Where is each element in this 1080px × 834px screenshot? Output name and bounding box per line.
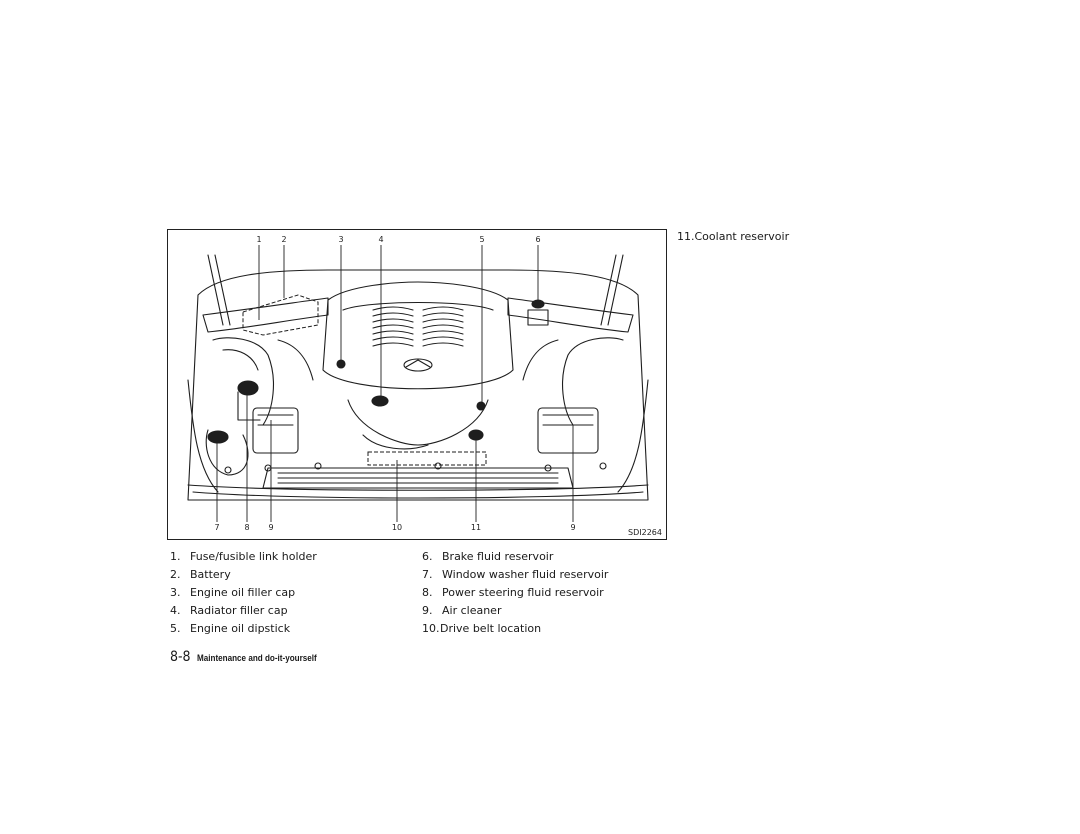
legend-label: Coolant reservoir bbox=[694, 230, 790, 243]
legend-label: Air cleaner bbox=[442, 604, 502, 617]
page-number: 8-8 bbox=[170, 649, 191, 665]
callout-3: 3 bbox=[338, 235, 344, 244]
legend-num: 4. bbox=[170, 604, 181, 617]
callout-4: 4 bbox=[378, 235, 384, 244]
legend-item: 1. Fuse/fusible link holder bbox=[170, 550, 317, 568]
legend-right-column: 6. Brake fluid reservoir 7. Window washer … bbox=[422, 550, 608, 640]
engine-compartment-figure: 1 2 3 4 5 6 7 8 9 10 11 9 SDI2264 bbox=[167, 229, 667, 540]
callout-10: 10 bbox=[391, 523, 403, 532]
callout-5: 5 bbox=[479, 235, 485, 244]
legend-num: 1. bbox=[170, 550, 181, 563]
legend-label: Battery bbox=[190, 568, 231, 581]
callout-1: 1 bbox=[256, 235, 262, 244]
page-footer: 8-8 Maintenance and do-it-yourself bbox=[170, 646, 330, 665]
legend-label: Engine oil filler cap bbox=[190, 586, 296, 599]
legend-num: 6. bbox=[422, 550, 433, 563]
callout-2: 2 bbox=[281, 235, 287, 244]
legend-label: Radiator filler cap bbox=[190, 604, 288, 617]
legend-item: 3. Engine oil filler cap bbox=[170, 586, 317, 604]
section-title: Maintenance and do-it-yourself bbox=[196, 653, 317, 663]
engine-compartment-illustration bbox=[187, 245, 649, 522]
legend-item: 8. Power steering fluid reservoir bbox=[422, 586, 608, 604]
legend-item: 10.Drive belt location bbox=[422, 622, 608, 640]
legend-item: 9. Air cleaner bbox=[422, 604, 608, 622]
legend-num: 9. bbox=[422, 604, 433, 617]
legend-num: 8. bbox=[422, 586, 433, 599]
legend-left-column: 1. Fuse/fusible link holder 2. Battery 3. E… bbox=[170, 550, 317, 640]
legend-num: 10. bbox=[422, 622, 440, 635]
legend-num: 2. bbox=[170, 568, 181, 581]
legend-label: Engine oil dipstick bbox=[190, 622, 291, 635]
legend-num: 5. bbox=[170, 622, 181, 635]
callout-6: 6 bbox=[535, 235, 541, 244]
callout-9-left: 9 bbox=[268, 523, 274, 532]
callout-9-right: 9 bbox=[570, 523, 576, 532]
legend-num: 11. bbox=[677, 230, 695, 243]
callout-11: 11 bbox=[470, 523, 482, 532]
legend-item: 7. Window washer fluid reservoir bbox=[422, 568, 608, 586]
legend-label: Brake fluid reservoir bbox=[442, 550, 554, 563]
figure-code: SDI2264 bbox=[628, 528, 662, 537]
legend-label: Drive belt location bbox=[440, 622, 542, 635]
legend-item: 4. Radiator filler cap bbox=[170, 604, 317, 622]
legend-label: Fuse/fusible link holder bbox=[190, 550, 317, 563]
legend-num: 7. bbox=[422, 568, 433, 581]
callout-7: 7 bbox=[214, 523, 220, 532]
legend-label: Window washer fluid reservoir bbox=[442, 568, 609, 581]
legend-label: Power steering fluid reservoir bbox=[442, 586, 604, 599]
legend-item-11: 11.Coolant reservoir bbox=[677, 230, 789, 243]
legend-num: 3. bbox=[170, 586, 181, 599]
legend-item: 5. Engine oil dipstick bbox=[170, 622, 317, 640]
legend-item: 6. Brake fluid reservoir bbox=[422, 550, 608, 568]
callout-8: 8 bbox=[244, 523, 250, 532]
legend-item: 2. Battery bbox=[170, 568, 317, 586]
